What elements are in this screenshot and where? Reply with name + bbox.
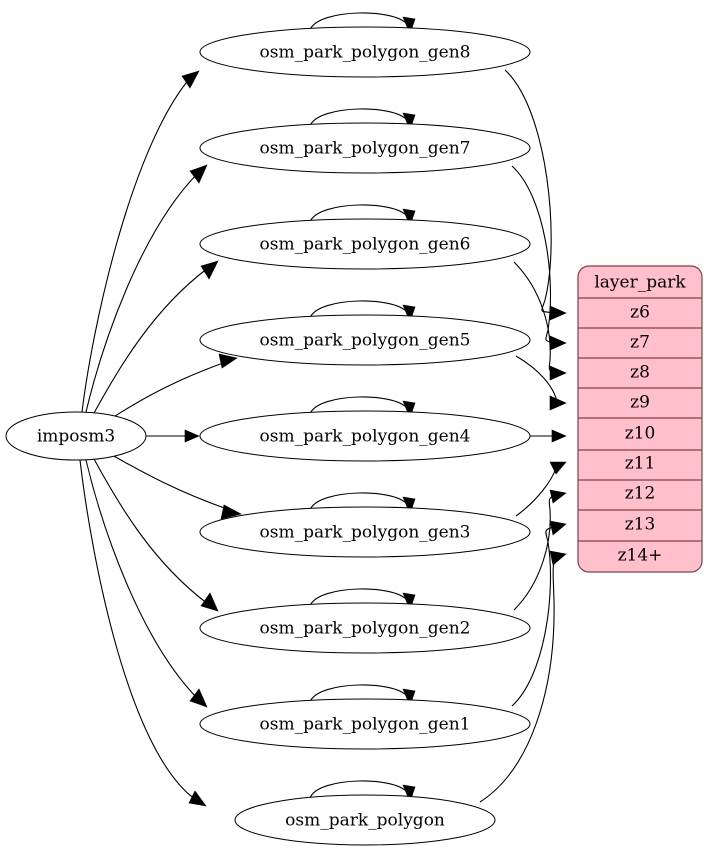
edge-imposm3-to-gen2 — [93, 458, 219, 612]
node-gen7-shape[interactable] — [199, 122, 531, 174]
self-loop-gen4 — [309, 396, 416, 419]
table-row-z10[interactable]: z10 — [578, 424, 702, 451]
node-gen4[interactable]: osm_park_polygon_gen4 — [199, 410, 531, 462]
table-row-z11[interactable]: z11 — [578, 454, 702, 481]
node-gen6-label: osm_park_polygon_gen6 — [260, 235, 471, 255]
edge-gen2-to-z12 — [513, 489, 567, 611]
table-row-z12-label: z12 — [625, 484, 656, 504]
table-row-z14plus[interactable]: z14+ — [618, 546, 663, 566]
table-row-z9[interactable]: z9 — [578, 393, 702, 419]
self-loop-gen8 — [309, 12, 416, 35]
table-row-z11-label: z11 — [625, 454, 656, 474]
node-gen1-label: osm_park_polygon_gen1 — [260, 715, 471, 735]
edge-imposm3-to-gen1 — [85, 459, 208, 708]
table-row-z13[interactable]: z13 — [578, 515, 702, 542]
node-gen7[interactable]: osm_park_polygon_gen7 — [199, 122, 531, 174]
node-gen8[interactable]: osm_park_polygon_gen8 — [199, 26, 531, 78]
node-gen5-label: osm_park_polygon_gen5 — [260, 331, 471, 351]
self-loop-gen3 — [309, 492, 416, 515]
edge-gen4-to-z10 — [530, 429, 567, 443]
node-gen5-shape[interactable] — [199, 314, 531, 366]
node-gen4-shape[interactable] — [199, 410, 531, 462]
edge-gen5-to-z9 — [515, 355, 567, 411]
node-gen6[interactable]: osm_park_polygon_gen6 — [199, 218, 531, 270]
self-loop-base — [309, 780, 416, 803]
node-imposm3-label: imposm3 — [37, 427, 115, 447]
self-loop-group — [309, 12, 416, 803]
edge-gen1-to-z13 — [511, 520, 567, 707]
table-row-z14plus-label: z14+ — [618, 546, 663, 566]
node-gen1[interactable]: osm_park_polygon_gen1 — [199, 698, 531, 750]
node-gen8-label: osm_park_polygon_gen8 — [260, 43, 471, 63]
node-gen3-label: osm_park_polygon_gen3 — [260, 523, 471, 543]
node-gen2-label: osm_park_polygon_gen2 — [260, 619, 471, 639]
table-row-z7-label: z7 — [630, 333, 650, 353]
self-loop-gen6 — [309, 204, 416, 227]
table-row-z13-label: z13 — [625, 515, 656, 535]
node-gen1-shape[interactable] — [199, 698, 531, 750]
edge-imposm3-to-gen5 — [111, 353, 238, 419]
layer-park-table[interactable]: layer_park z6 z7 z8 z9 z10 — [577, 265, 703, 573]
table-row-z8-label: z8 — [630, 363, 650, 383]
table-row-z7[interactable]: z7 — [578, 333, 702, 359]
table-row-z6-label: z6 — [630, 303, 650, 323]
node-base-shape[interactable] — [234, 794, 496, 846]
node-gen3[interactable]: osm_park_polygon_gen3 — [199, 506, 531, 558]
node-gen6-shape[interactable] — [199, 218, 531, 270]
edge-imposm3-to-base — [79, 459, 207, 807]
self-loop-gen5 — [309, 300, 416, 323]
node-base-label: osm_park_polygon — [285, 811, 445, 831]
edge-imposm3-to-gen7 — [85, 164, 208, 413]
table-row-z12[interactable]: z12 — [578, 484, 702, 511]
edge-gen8-to-z6 — [504, 69, 567, 321]
self-loop-gen1 — [309, 684, 416, 707]
edge-gen6-to-z8 — [513, 261, 567, 381]
edge-imposm3-to-gen3 — [111, 454, 242, 520]
node-gen2[interactable]: osm_park_polygon_gen2 — [199, 602, 531, 654]
edge-base-to-z14 — [479, 550, 567, 803]
self-loop-gen2 — [309, 588, 416, 611]
node-base[interactable]: osm_park_polygon — [234, 794, 496, 846]
table-row-z8[interactable]: z8 — [578, 363, 702, 389]
node-gen7-label: osm_park_polygon_gen7 — [260, 139, 471, 159]
edge-group-source-to-nodes — [79, 70, 242, 807]
edge-group-nodes-to-table — [479, 69, 567, 803]
layer-park-table-header: layer_park — [594, 273, 686, 293]
table-row-z10-label: z10 — [625, 424, 656, 444]
edge-imposm3-to-gen4 — [146, 429, 200, 443]
node-gen2-shape[interactable] — [199, 602, 531, 654]
node-gen8-shape[interactable] — [199, 26, 531, 78]
node-gen5[interactable]: osm_park_polygon_gen5 — [199, 314, 531, 366]
node-gen4-label: osm_park_polygon_gen4 — [260, 427, 471, 447]
edge-imposm3-to-gen6 — [93, 260, 219, 414]
table-row-z6[interactable]: z6 — [578, 303, 702, 329]
node-imposm3-shape[interactable] — [5, 411, 147, 461]
node-gen3-shape[interactable] — [199, 506, 531, 558]
layer-park-table-body — [577, 265, 703, 573]
self-loop-gen7 — [309, 108, 416, 131]
node-imposm3[interactable]: imposm3 — [5, 411, 147, 461]
edge-gen7-to-z7 — [511, 165, 567, 351]
edge-imposm3-to-gen8 — [81, 70, 200, 413]
edge-gen3-to-z11 — [515, 461, 567, 517]
table-row-z9-label: z9 — [630, 393, 650, 413]
